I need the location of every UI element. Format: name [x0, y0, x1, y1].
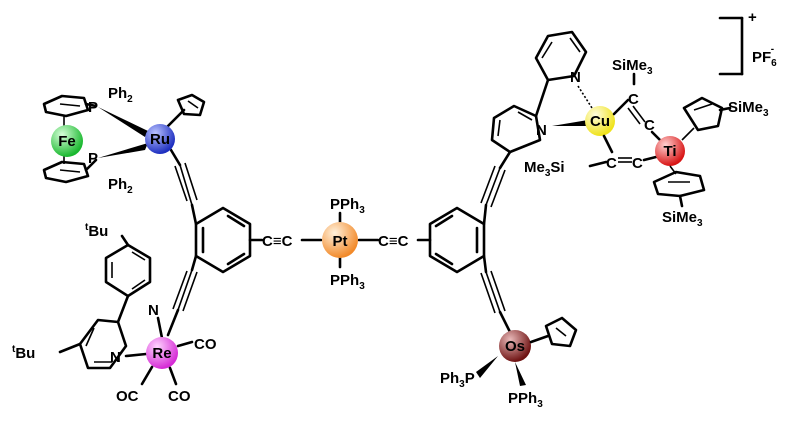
alkyne-os: [480, 254, 512, 334]
pph3-os-label: PPh: [508, 390, 537, 407]
sime3-3-label: SiMe: [662, 209, 697, 226]
charge-label: +: [748, 9, 757, 26]
sime3-2-sub: 3: [763, 108, 769, 119]
cu-atom-sphere: [585, 106, 615, 136]
svg-text:PF6-: PF6 -: [752, 44, 777, 69]
ph2-upper-label: Ph: [108, 85, 127, 102]
os-atom-sphere: [499, 330, 531, 362]
re-atom-sphere: [146, 337, 178, 369]
cu-ti-complex: N N Cu C SiMe3 C C C Me3Si Ti: [490, 30, 769, 229]
ru-complex: Ru P P Ph2 Ph2: [88, 85, 206, 196]
n-re-top-label: N: [148, 302, 159, 319]
pph3-bottom-label: PPh: [330, 272, 359, 289]
svg-text:SiMe3: SiMe3: [662, 209, 703, 229]
sime3-1-label: SiMe: [612, 57, 647, 74]
counterion-label: PF: [752, 49, 771, 66]
p-lower-label: P: [88, 150, 98, 167]
svg-text:SiMe3: SiMe3: [728, 99, 769, 119]
svg-text:Ph2: Ph2: [108, 176, 133, 196]
tbu-bottom-label: Bu: [15, 345, 35, 362]
c-1-label: C: [628, 91, 639, 108]
sime3-1-sub: 3: [647, 66, 653, 77]
re-label: Re: [152, 345, 171, 362]
alkyne-pt-right: C≡C: [378, 233, 409, 250]
me3si-sub: 3: [545, 168, 551, 179]
fe-atom-sphere: [51, 125, 83, 157]
c-4-label: C: [632, 155, 643, 172]
co-3-label: OC: [116, 388, 139, 405]
pph3-bottom-sub: 3: [359, 281, 365, 292]
pt-atom-sphere: [322, 222, 358, 258]
pt-label: Pt: [333, 233, 348, 250]
os-complex: Os Ph3P PPh3: [440, 316, 578, 410]
c-3-label: C: [606, 155, 617, 172]
svg-text:SiMe3: SiMe3: [612, 57, 653, 77]
svg-text:Me3Si: Me3Si: [524, 159, 565, 179]
ru-atom-sphere: [145, 124, 175, 154]
svg-text:Ph3P: Ph3P: [440, 370, 475, 390]
counterion-charge: -: [771, 44, 774, 55]
co-2-label: CO: [168, 388, 191, 405]
sime3-3-sub: 3: [697, 218, 703, 229]
os-label: Os: [505, 338, 525, 355]
co-1-label: CO: [194, 336, 217, 353]
c-2-label: C: [644, 117, 655, 134]
charge-bracket: + PF6 -: [718, 9, 777, 76]
re-complex: tBu N tBu N Re CO CO OC: [12, 222, 217, 405]
ti-label: Ti: [663, 143, 676, 160]
pt-center: C≡C C≡C Pt PPh3 PPh3: [248, 196, 432, 292]
ph3p-tail: P: [465, 370, 475, 387]
ferrocene: Fe: [42, 94, 98, 184]
ph2-lower-sub: 2: [127, 185, 133, 196]
tbu-top-prefix: t: [85, 222, 89, 233]
alkyne-cu: [480, 150, 512, 226]
benzene-right: [428, 206, 486, 274]
pph3-top-label: PPh: [330, 196, 359, 213]
svg-text:PPh3: PPh3: [330, 196, 365, 216]
n-re-bottom-label: N: [110, 349, 121, 366]
fe-label: Fe: [58, 133, 76, 150]
pph3-top-sub: 3: [359, 205, 365, 216]
svg-text:tBu: tBu: [12, 344, 35, 362]
benzene-left: [194, 206, 252, 274]
pph3-os-sub: 3: [537, 399, 543, 410]
p-upper-label: P: [88, 99, 98, 116]
alkyne-ru: [169, 148, 198, 226]
n-cu-bottom-label: N: [536, 122, 547, 139]
me3si-label: Me: [524, 159, 545, 176]
alkyne-pt-left: C≡C: [262, 233, 293, 250]
tbu-bottom-prefix: t: [12, 344, 16, 355]
ru-label: Ru: [150, 131, 170, 148]
cu-label: Cu: [590, 113, 610, 130]
ph3p-label: Ph: [440, 370, 459, 387]
sime3-2-label: SiMe: [728, 99, 763, 116]
ph2-lower-label: Ph: [108, 176, 127, 193]
svg-text:Ph2: Ph2: [108, 85, 133, 105]
svg-text:PPh3: PPh3: [508, 390, 543, 410]
tbu-top-label: Bu: [88, 223, 108, 240]
n-cu-top-label: N: [570, 69, 581, 86]
ti-atom-sphere: [655, 136, 685, 166]
svg-text:tBu: tBu: [85, 222, 108, 240]
counterion-sub: 6: [771, 58, 777, 69]
svg-text:PPh3: PPh3: [330, 272, 365, 292]
ph2-upper-sub: 2: [127, 94, 133, 105]
me3si-tail: Si: [550, 159, 564, 176]
alkyne-re: [166, 254, 198, 337]
ph3p-sub: 3: [459, 379, 465, 390]
